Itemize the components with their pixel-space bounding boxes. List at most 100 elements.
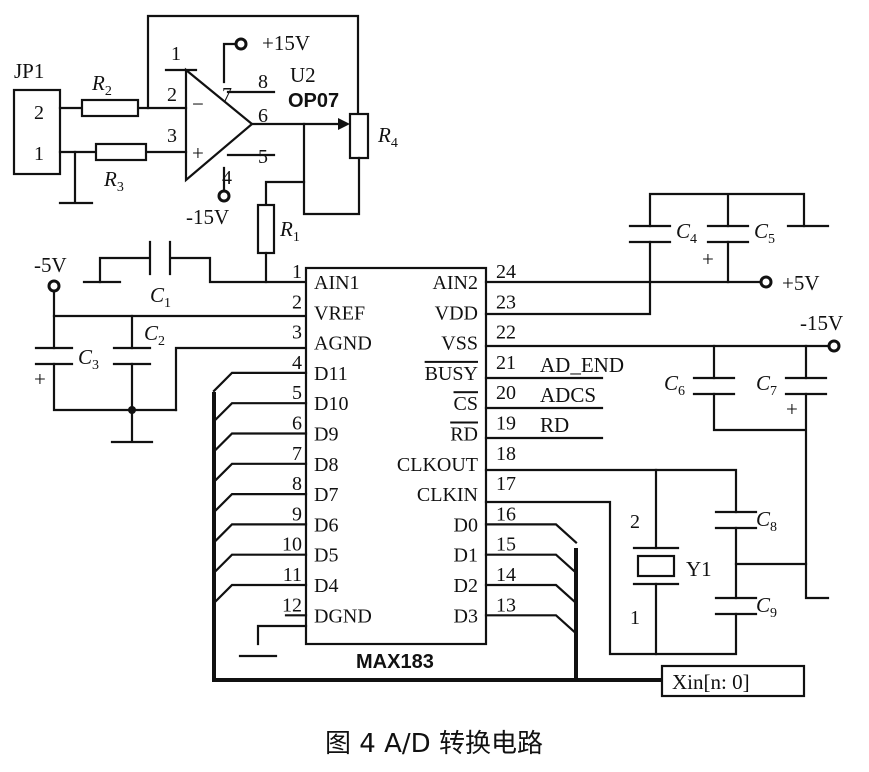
bus-label: Xin[n: 0] [672, 670, 750, 694]
adc-max183-body [304, 266, 488, 646]
adc-pin-number-15: 15 [496, 534, 516, 556]
rail-op-neg: -15V [186, 205, 229, 229]
adc-pin-name-ain2: AIN2 [432, 272, 478, 294]
wire-vdd-caps [484, 192, 806, 316]
adc-pin-number-2: 2 [292, 291, 302, 313]
adc-pin-number-16: 16 [496, 503, 516, 525]
capacitor-c9 [714, 596, 758, 616]
crystal-pin-1: 1 [630, 607, 640, 629]
adc-pin-name-clkin: CLKIN [417, 484, 478, 506]
adc-pin-number-7: 7 [292, 443, 302, 465]
capacitor-c1 [148, 240, 172, 276]
c5-plus-sign: + [702, 247, 714, 271]
adc-pin-wire-d9 [212, 432, 308, 454]
opamp-pin-2: 2 [167, 84, 177, 106]
opamp-part: OP07 [288, 90, 339, 112]
wire-agnd [110, 346, 308, 444]
label-c5: C5 [754, 219, 775, 247]
wire-dgnd [238, 624, 308, 658]
opamp-minus-sign: − [192, 92, 204, 116]
adc-pin-name-d9: D9 [314, 424, 338, 446]
capacitor-c8 [714, 510, 758, 530]
terminal-op-pos [234, 37, 248, 51]
opamp-pin-6: 6 [258, 105, 268, 127]
c3-plus-sign: + [34, 367, 46, 391]
adc-pin-name-agnd: AGND [314, 333, 372, 355]
adc-pin-wire-d7 [212, 493, 308, 514]
c7-plus-sign: + [786, 397, 798, 421]
header-jp1-body [12, 88, 62, 176]
adc-pin-name-d2: D2 [454, 575, 478, 597]
header-pin-1: 1 [34, 143, 44, 165]
capacitor-c5 [706, 224, 750, 244]
adc-pin-number-4: 4 [292, 352, 302, 374]
adc-pin-number-12: 12 [282, 594, 302, 616]
signal-ad-end: AD_END [540, 353, 624, 377]
bus-label-box [660, 664, 806, 698]
opamp-pin-stubs [164, 68, 276, 157]
adc-pin-wire-d6 [212, 523, 308, 544]
rail-adc-neg15: -15V [800, 311, 843, 335]
r4-wiper-arrow [338, 118, 350, 130]
rail-op-pos: +15V [262, 31, 310, 55]
header-pin-2: 2 [34, 102, 44, 124]
adc-pin-number-21: 21 [496, 352, 516, 374]
adc-pin-wire-d5 [212, 553, 308, 575]
opamp-pin-7: 7 [222, 84, 232, 106]
crystal-y1 [636, 554, 676, 578]
adc-name: MAX183 [356, 651, 434, 673]
adc-pin-name-vdd: VDD [435, 302, 478, 324]
adc-pin-wire-d8 [212, 462, 308, 484]
label-r2: R2 [91, 71, 112, 99]
opamp-u2: − + 1 2 3 4 5 6 7 8 U2 OP07 [167, 43, 339, 189]
adc-pin-number-9: 9 [292, 503, 302, 525]
wire-to-r1 [264, 180, 306, 207]
adc-pin-number-8: 8 [292, 473, 302, 495]
adc-pin-name-rd: RD [450, 424, 478, 446]
label-c3: C3 [78, 345, 99, 373]
wire-control-signals [484, 376, 604, 440]
resistor-r2 [80, 98, 140, 118]
adc-pin-number-3: 3 [292, 322, 302, 344]
label-c9: C9 [756, 593, 777, 621]
label-c7: C7 [756, 371, 777, 399]
adc-pin-number-6: 6 [292, 413, 302, 435]
capacitor-c2 [112, 346, 152, 366]
adc-pin-name-d8: D8 [314, 454, 338, 476]
rail-adc-pos5: +5V [782, 271, 820, 295]
wire-vss-caps [712, 344, 830, 600]
label-c4: C4 [676, 219, 697, 247]
terminal-op-neg [217, 189, 231, 203]
adc-pin-wire-d10 [212, 402, 308, 423]
adc-pin-number-11: 11 [283, 564, 302, 586]
label-c2: C2 [144, 321, 165, 349]
adc-pin-wire-d11 [212, 371, 308, 393]
label-r4: R4 [377, 123, 398, 151]
adc-pin-number-17: 17 [496, 473, 516, 495]
resistor-r3 [94, 142, 148, 162]
opamp-pin-4: 4 [222, 167, 232, 189]
label-r1: R1 [279, 217, 300, 245]
wire-r4-bottom [302, 122, 361, 216]
crystal-ref: Y1 [686, 557, 712, 581]
adc-pin-wire-d1 [484, 553, 578, 575]
wire-c3-c2 [52, 290, 134, 412]
label-c1: C1 [150, 283, 171, 311]
figure-caption: 图 4 A/D 转换电路 [325, 729, 543, 759]
rail-adc-neg5: -5V [34, 253, 67, 277]
adc-pin-number-20: 20 [496, 382, 516, 404]
adc-pin-wire-d2 [484, 583, 578, 605]
adc-pin-name-d11: D11 [314, 363, 348, 385]
adc-pin-name-d1: D1 [454, 545, 478, 567]
adc-pin-number-1: 1 [292, 261, 302, 283]
capacitor-c4 [628, 224, 672, 244]
terminal-pos5v [759, 275, 773, 289]
label-c8: C8 [756, 507, 777, 535]
resistor-r4 [348, 112, 370, 160]
adc-pin-name-d3: D3 [454, 605, 478, 627]
opamp-pin-3: 3 [167, 125, 177, 147]
adc-pin-name-cs: CS [454, 393, 478, 415]
crystal-plates [632, 546, 680, 586]
data-bus-left [212, 392, 662, 682]
wire-gnd-left [58, 150, 94, 205]
